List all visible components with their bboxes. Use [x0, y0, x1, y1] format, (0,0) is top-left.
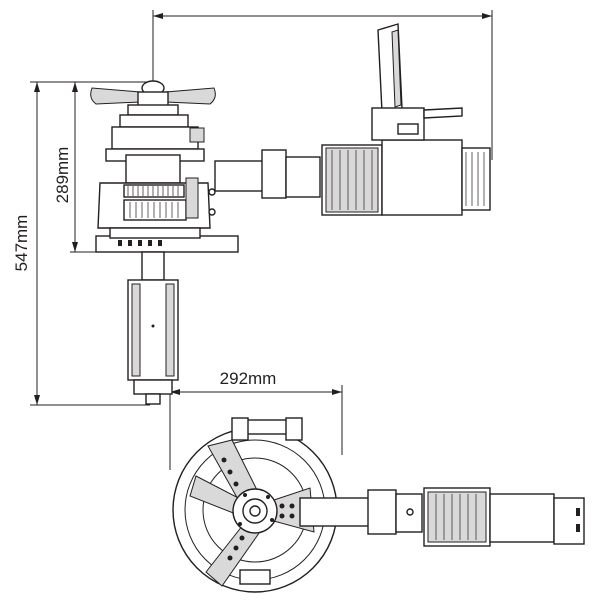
side-view — [90, 23, 491, 405]
dimension-total-height: 547mm — [12, 81, 150, 406]
dimension-flange-width: 292mm — [169, 369, 343, 470]
mandrel — [127, 251, 179, 405]
handle — [371, 23, 463, 141]
total-height-label: 547mm — [12, 215, 31, 272]
flange-width-label: 292mm — [220, 369, 277, 388]
top-drive-shaft — [299, 489, 423, 535]
upper-housing — [105, 114, 205, 184]
main-body — [97, 177, 216, 229]
base-flange — [95, 227, 239, 253]
center-hub — [232, 488, 278, 534]
motor — [321, 139, 491, 216]
drive-shaft — [214, 149, 321, 199]
top-view — [172, 417, 585, 593]
top-motor — [423, 487, 585, 547]
wing-nut-handle — [90, 80, 216, 116]
body-height-label: 289mm — [53, 147, 72, 204]
dimension-body-height: 289mm — [53, 82, 105, 253]
